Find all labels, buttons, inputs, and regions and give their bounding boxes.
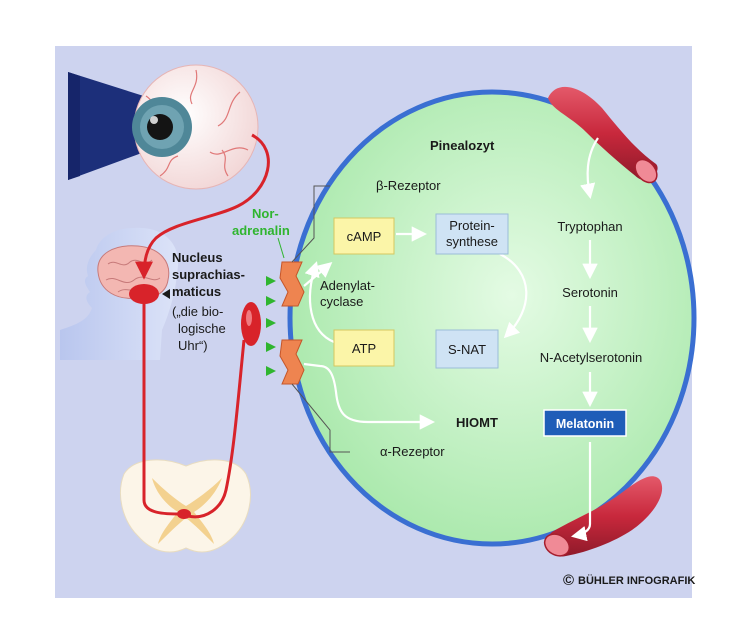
nucleus-label-4: („die bio- <box>172 304 223 319</box>
adenylatcyclase-label-1: Adenylat- <box>320 278 375 293</box>
noradrenalin-label: Nor- <box>252 206 279 221</box>
moon-icon <box>68 72 150 180</box>
protein-synthesis-label-2: synthese <box>446 234 498 249</box>
tryptophan-label: Tryptophan <box>557 219 622 234</box>
spinal-cord-icon <box>120 459 251 553</box>
melatonin-box <box>543 409 627 437</box>
beta-receptor-icon <box>279 261 305 307</box>
hiomt-label: HIOMT <box>456 415 498 430</box>
protein-synthesis-label-1: Protein- <box>449 218 495 233</box>
nucleus-pointer-icon <box>162 289 170 299</box>
copyright-label: BÜHLER INFOGRAFIK <box>578 574 695 587</box>
atp-label: ATP <box>352 341 376 356</box>
eye-icon <box>132 64 259 190</box>
noradrenalin-leader <box>277 237 285 259</box>
signal-arrows <box>303 137 599 542</box>
copyright-icon: © <box>563 572 574 589</box>
nucleus-label-6: Uhr“) <box>178 338 208 353</box>
nerve-pathway <box>135 133 270 519</box>
nucleus-suprachiasmaticus-icon <box>129 284 159 304</box>
adenylatcyclase-label-2: cyclase <box>320 294 363 309</box>
nucleus-label-5: logische <box>178 321 226 336</box>
snat-box <box>435 329 499 369</box>
spinal-ganglion-icon <box>177 509 191 519</box>
nucleus-label-3: maticus <box>172 284 221 299</box>
acetylserotonin-label: N-Acetylserotonin <box>540 350 643 365</box>
melatonin-label: Melatonin <box>556 417 614 431</box>
serotonin-label: Serotonin <box>562 285 618 300</box>
alpha-receptor-label: α-Rezeptor <box>380 444 445 459</box>
camp-box <box>333 217 395 255</box>
blood-vessel-icon <box>548 86 658 184</box>
nucleus-label-1: Nucleus <box>172 250 223 265</box>
ganglion-icon <box>241 302 261 346</box>
beta-receptor-leader <box>291 185 330 263</box>
alpha-receptor-icon <box>279 339 305 385</box>
protein-synthesis-box <box>435 213 509 255</box>
noradrenalin-label-2: adrenalin <box>232 223 290 238</box>
noradrenalin-molecules <box>266 276 276 376</box>
camp-label: cAMP <box>347 229 382 244</box>
nucleus-label-2: suprachias- <box>172 267 245 282</box>
atp-box <box>333 329 395 367</box>
snat-label: S-NAT <box>448 342 486 357</box>
alpha-receptor-leader <box>291 383 350 453</box>
beta-receptor-label: β-Rezeptor <box>376 178 441 193</box>
cell-label: Pinealozyt <box>430 138 495 153</box>
